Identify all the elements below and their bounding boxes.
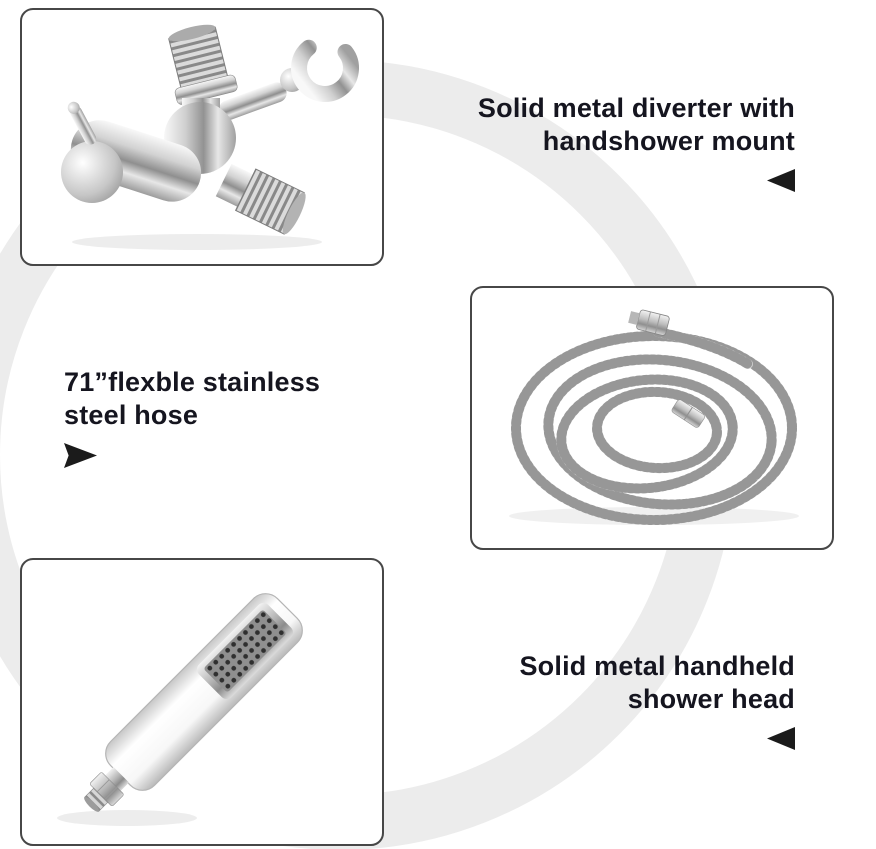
caption-hose-line1: 71”flexble stainless (64, 367, 321, 397)
caption-handheld-line2: shower head (627, 684, 795, 714)
diverter-image-box (20, 8, 384, 266)
diverter-photo (61, 24, 359, 250)
caption-diverter-line2: handshower mount (542, 126, 795, 156)
hose-image-box (470, 286, 834, 550)
arrow-right-icon (64, 443, 97, 468)
caption-hose-line2: steel hose (64, 400, 199, 430)
hose-photo (509, 309, 799, 525)
handheld-photo (57, 592, 303, 826)
handheld-image-box (20, 558, 384, 846)
caption-handheld: Solid metal handheld shower head (519, 650, 795, 750)
caption-diverter: Solid metal diverter with handshower mou… (478, 92, 795, 192)
caption-handheld-line1: Solid metal handheld (519, 651, 795, 681)
caption-hose: 71”flexble stainless steel hose (64, 366, 320, 468)
arrow-left-icon (767, 169, 795, 192)
arrow-left-icon (767, 727, 795, 750)
caption-diverter-line1: Solid metal diverter with (477, 93, 795, 123)
